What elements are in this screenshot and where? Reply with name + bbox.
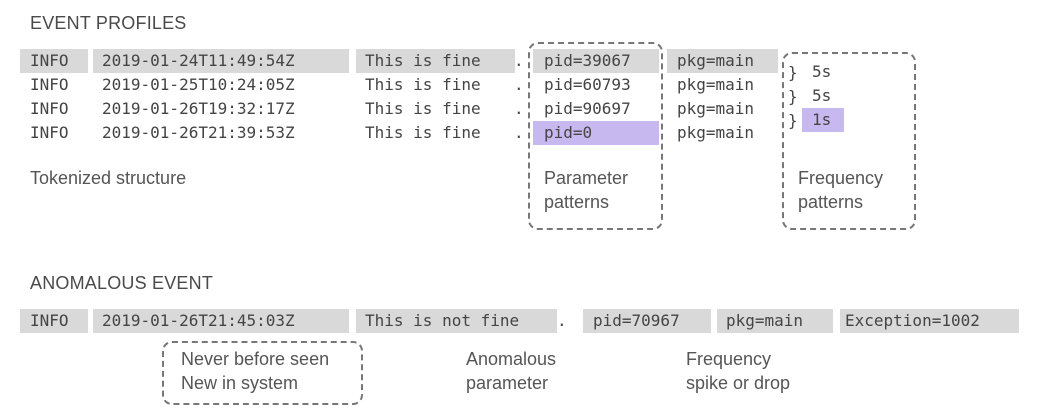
pkg-param: pkg=main [677, 75, 755, 94]
never-seen-box [162, 341, 363, 405]
frequency-value-highlighted: 1s [802, 108, 844, 132]
frequency-brace: } [788, 87, 798, 106]
new-in-system-caption: New in system [181, 373, 299, 393]
log-level: INFO [20, 309, 88, 333]
timestamp: 2019-01-24T11:49:54Z [93, 49, 349, 73]
message-period: . [514, 51, 524, 70]
exception-param: Exception=1002 [840, 309, 1019, 333]
log-level: INFO [30, 99, 69, 118]
never-seen-caption: Never before seen [181, 349, 330, 369]
message: This is fine [365, 123, 481, 142]
timestamp: 2019-01-26T19:32:17Z [102, 99, 295, 118]
timestamp: 2019-01-26T21:39:53Z [102, 123, 295, 142]
message: This is fine [365, 99, 481, 118]
pkg-param: pkg=main [677, 123, 755, 142]
message-period: . [514, 99, 524, 118]
anomalous-event-heading: ANOMALOUS EVENT [30, 273, 214, 293]
message: This is fine [356, 49, 515, 73]
timestamp: 2019-01-26T21:45:03Z [93, 309, 349, 333]
message: This is not fine [356, 309, 557, 333]
parameter-patterns-box [528, 42, 663, 230]
pkg-param: pkg=main [677, 99, 755, 118]
frequency-patterns-box [782, 52, 916, 230]
event-profiles-heading: EVENT PROFILES [30, 13, 187, 33]
frequency-brace: } [788, 111, 798, 130]
message-period: . [514, 75, 524, 94]
parameter-patterns-caption: patterns [544, 192, 610, 212]
frequency-value: 5s [812, 86, 832, 105]
message: This is fine [365, 75, 481, 94]
pid-param-highlighted: pid=0 [533, 121, 659, 145]
message-period: . [557, 311, 567, 330]
anomalous-parameter-caption: Anomalous [466, 349, 557, 369]
frequency-patterns-caption: Frequency [798, 168, 884, 188]
pkg-param: pkg=main [717, 309, 833, 333]
log-level: INFO [30, 75, 69, 94]
parameter-patterns-caption: Parameter [544, 168, 629, 188]
log-level: INFO [30, 123, 69, 142]
frequency-value: 5s [812, 62, 832, 81]
frequency-spike-caption: Frequency [686, 349, 772, 369]
log-level: INFO [20, 49, 88, 73]
pid-param: pid=60793 [544, 75, 631, 94]
pid-param: pid=90697 [544, 99, 631, 118]
anomalous-parameter-caption: parameter [466, 373, 549, 393]
timestamp: 2019-01-25T10:24:05Z [102, 75, 295, 94]
frequency-brace: } [788, 63, 798, 82]
message-period: . [514, 123, 524, 142]
tokenized-structure-caption: Tokenized structure [30, 168, 187, 188]
frequency-spike-caption: spike or drop [686, 373, 791, 393]
frequency-patterns-caption: patterns [798, 192, 864, 212]
pkg-param: pkg=main [667, 49, 778, 73]
pid-param: pid=39067 [533, 49, 659, 73]
pid-param: pid=70967 [583, 309, 711, 333]
